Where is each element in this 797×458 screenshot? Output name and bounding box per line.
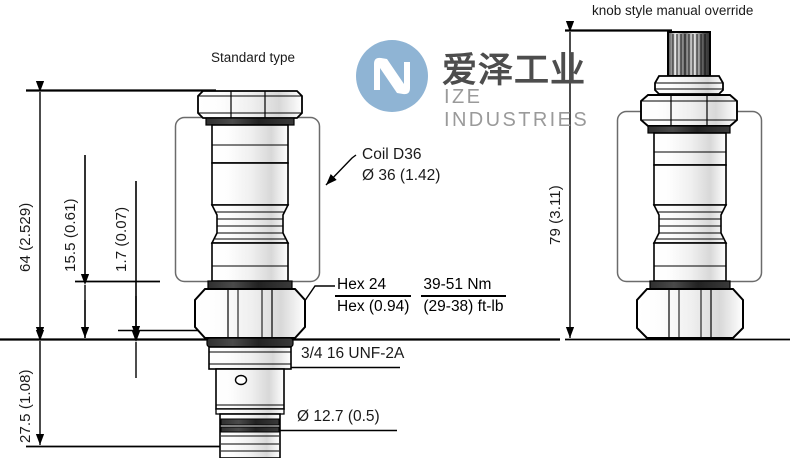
logo-english-name: IZE INDUSTRIES xyxy=(444,86,590,131)
hex-size-imperial: Hex (0.94) xyxy=(337,297,410,315)
dimension-below-centerline: 27.5 (1.08) xyxy=(17,369,34,443)
dimension-override-height: 79 (3.11) xyxy=(547,185,564,245)
logo-chinese-name: 爱泽工业 xyxy=(442,51,587,91)
title-standard-type: Standard type xyxy=(211,50,296,65)
annotation-coil-diameter: Ø 36 (1.42) xyxy=(362,167,441,184)
dimension-lines-left xyxy=(0,80,560,448)
valve-knob-style-override xyxy=(636,31,744,339)
annotation-nose-diameter: Ø 12.7 (0.5) xyxy=(297,408,380,425)
torque-imperial: (29-38) ft-lb xyxy=(423,297,504,315)
ize-logo-mark xyxy=(356,40,428,112)
dimension-shoulder-offset: 1.7 (0.07) xyxy=(113,206,130,272)
dimension-lines-right xyxy=(565,20,790,341)
fraction-rule xyxy=(335,295,412,297)
title-knob-override: knob style manual override xyxy=(592,3,754,18)
dimension-overall-height: 64 (2.529) xyxy=(17,202,34,272)
fraction-rule xyxy=(421,295,506,297)
hex-torque-block: Hex 24 Hex (0.94) 39-51 Nm (29-38) ft-lb xyxy=(335,276,506,316)
annotation-coil-model: Coil D36 xyxy=(362,146,422,163)
annotation-thread-spec: 3/4 16 UNF-2A xyxy=(301,345,405,362)
hex-size-metric: Hex 24 xyxy=(337,276,387,293)
logo-glyph-icon xyxy=(374,57,410,95)
dimension-coil-top-offset: 15.5 (0.61) xyxy=(62,198,79,272)
torque-metric: 39-51 Nm xyxy=(423,276,492,293)
hex-size-fraction: Hex 24 Hex (0.94) xyxy=(335,276,412,316)
torque-fraction: 39-51 Nm (29-38) ft-lb xyxy=(421,276,506,316)
valve-standard-type xyxy=(194,90,306,458)
company-logo: 爱泽工业 IZE INDUSTRIES xyxy=(356,40,596,131)
